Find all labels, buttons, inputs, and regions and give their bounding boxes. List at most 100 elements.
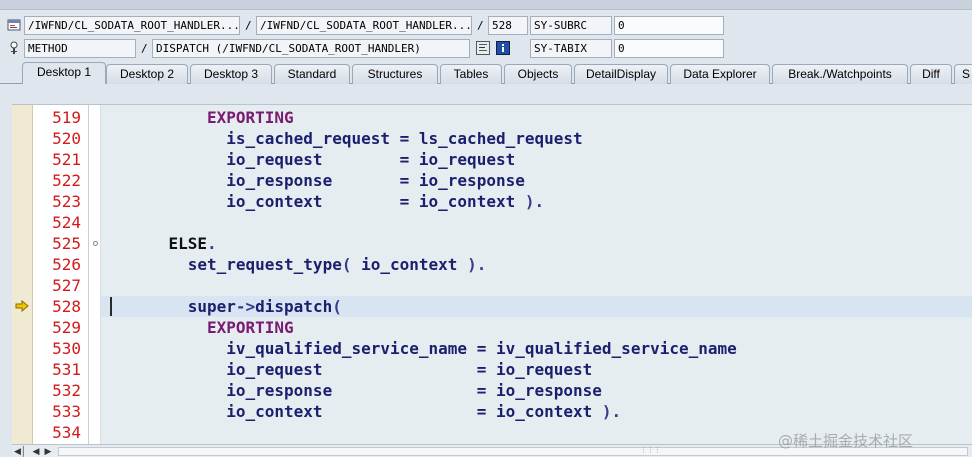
separator: / [477, 19, 484, 32]
sysvar-value-field-2[interactable]: 0 [614, 39, 724, 58]
punctuation: ( [332, 297, 342, 316]
code-line[interactable]: 519 EXPORTING [12, 107, 972, 128]
line-number: 531 [52, 360, 81, 379]
code-text [101, 275, 149, 296]
event-field[interactable]: DISPATCH (/IWFND/CL_SODATA_ROOT_HANDLER) [152, 39, 470, 58]
line-number-field[interactable]: 528 [488, 16, 528, 35]
program-field[interactable]: /IWFND/CL_SODATA_ROOT_HANDLER... [24, 16, 240, 35]
sysvar-name-field-2[interactable]: SY-TABIX [530, 39, 612, 58]
line-number-column [33, 105, 89, 444]
line-number: 525 [52, 234, 81, 253]
keyword: EXPORTING [206, 318, 294, 337]
scroll-right-icon[interactable]: ▶ [44, 446, 52, 456]
tab-detail-display[interactable]: DetailDisplay [574, 64, 668, 84]
tab-breakpoints[interactable]: Break./Watchpoints [772, 64, 908, 84]
tab-objects[interactable]: Objects [504, 64, 572, 84]
scroll-start-icon[interactable]: ◀│ [14, 446, 27, 456]
horizontal-scrollbar[interactable]: ◀│ ◀ ▶ ⋮⋮⋮ [12, 444, 972, 457]
line-number: 524 [52, 213, 81, 232]
tab-standard[interactable]: Standard [274, 64, 350, 84]
code-line[interactable]: 522 io_response = io_response [12, 170, 972, 191]
code-line[interactable]: 521 io_request = io_request [12, 149, 972, 170]
include-field[interactable]: /IWFND/CL_SODATA_ROOT_HANDLER... [256, 16, 472, 35]
indent [101, 339, 226, 358]
tab-desktop-2[interactable]: Desktop 2 [106, 64, 188, 84]
code-line[interactable]: 524 [12, 212, 972, 233]
code-text: io_response = io_response [101, 170, 525, 191]
punctuation: ). [601, 402, 622, 421]
info-icon[interactable] [496, 41, 510, 55]
identifier: io_request = io_request [226, 360, 593, 379]
tab-diff[interactable]: Diff [910, 64, 952, 84]
line-number: 532 [52, 381, 81, 400]
line-number: 529 [52, 318, 81, 337]
code-text [101, 212, 149, 233]
tab-tables[interactable]: Tables [440, 64, 502, 84]
sysvar-name-field[interactable]: SY-SUBRC [530, 16, 612, 35]
indent [101, 360, 226, 379]
code-text: is_cached_request = ls_cached_request [101, 128, 582, 149]
header-row-program: /IWFND/CL_SODATA_ROOT_HANDLER... / /IWFN… [0, 16, 972, 36]
indent [101, 192, 226, 211]
code-text: set_request_type( io_context ). [101, 254, 487, 275]
identifier: io_response = io_response [226, 171, 525, 190]
code-line[interactable]: 533 io_context = io_context ). [12, 401, 972, 422]
fold-marker-icon[interactable] [93, 241, 98, 246]
punctuation: ( [341, 255, 362, 274]
code-line[interactable]: 530 iv_qualified_service_name = iv_quali… [12, 338, 972, 359]
code-text [101, 422, 149, 443]
keyword: EXPORTING [206, 108, 294, 127]
identifier: super [187, 297, 236, 316]
indent [101, 297, 188, 316]
sysvar-value-field[interactable]: 0 [614, 16, 724, 35]
scroll-grip-icon: ⋮⋮⋮ [640, 447, 661, 454]
line-number: 527 [52, 276, 81, 295]
identifier: io_request = io_request [226, 150, 516, 169]
desktop-tab-strip: Desktop 1 Desktop 2 Desktop 3 Standard S… [0, 62, 972, 84]
indent [101, 402, 226, 421]
tab-structures[interactable]: Structures [352, 64, 438, 84]
tab-desktop-3[interactable]: Desktop 3 [190, 64, 272, 84]
line-number: 519 [52, 108, 81, 127]
code-line[interactable]: 527 [12, 275, 972, 296]
line-number: 520 [52, 129, 81, 148]
tab-desktop-1[interactable]: Desktop 1 [22, 62, 106, 84]
indent [101, 171, 226, 190]
identifier: iv_qualified_service_name = iv_qualified… [226, 339, 737, 358]
separator: / [141, 42, 148, 55]
identifier: io_context = io_context [226, 192, 525, 211]
identifier: ELSE [168, 234, 207, 253]
code-line[interactable]: 520 is_cached_request = ls_cached_reques… [12, 128, 972, 149]
code-text: ELSE. [101, 233, 217, 254]
scroll-left-icon[interactable]: ◀ [32, 446, 40, 456]
punctuation: . [206, 234, 217, 253]
line-number: 528 [52, 297, 81, 316]
indent [101, 381, 226, 400]
identifier: io_context = io_context [226, 402, 602, 421]
code-line[interactable]: 534 [12, 422, 972, 443]
code-line[interactable]: 532 io_response = io_response [12, 380, 972, 401]
tab-data-explorer[interactable]: Data Explorer [670, 64, 770, 84]
tab-more[interactable]: S [954, 64, 972, 84]
line-number: 522 [52, 171, 81, 190]
punctuation: ). [524, 192, 545, 211]
code-line[interactable]: 526 set_request_type( io_context ). [12, 254, 972, 275]
code-text: io_response = io_response [101, 380, 602, 401]
line-number: 533 [52, 402, 81, 421]
code-line[interactable]: 529 EXPORTING [12, 317, 972, 338]
watermark: @稀土掘金技术社区 [778, 432, 914, 450]
code-line[interactable]: 523 io_context = io_context ). [12, 191, 972, 212]
code-line[interactable]: 531 io_request = io_request [12, 359, 972, 380]
source-code-icon[interactable] [476, 41, 490, 55]
event-type-field[interactable]: METHOD [24, 39, 136, 58]
code-line[interactable]: 525 ELSE. [12, 233, 972, 254]
code-line[interactable]: 528 super->dispatch( [12, 296, 972, 317]
code-text: io_context = io_context ). [101, 401, 621, 422]
fold-column [89, 105, 101, 444]
code-text: io_request = io_request [101, 149, 515, 170]
marker-gutter[interactable] [12, 105, 33, 444]
scroll-thumb[interactable] [58, 447, 968, 456]
top-strip [0, 0, 972, 10]
current-line-highlight [101, 296, 972, 317]
